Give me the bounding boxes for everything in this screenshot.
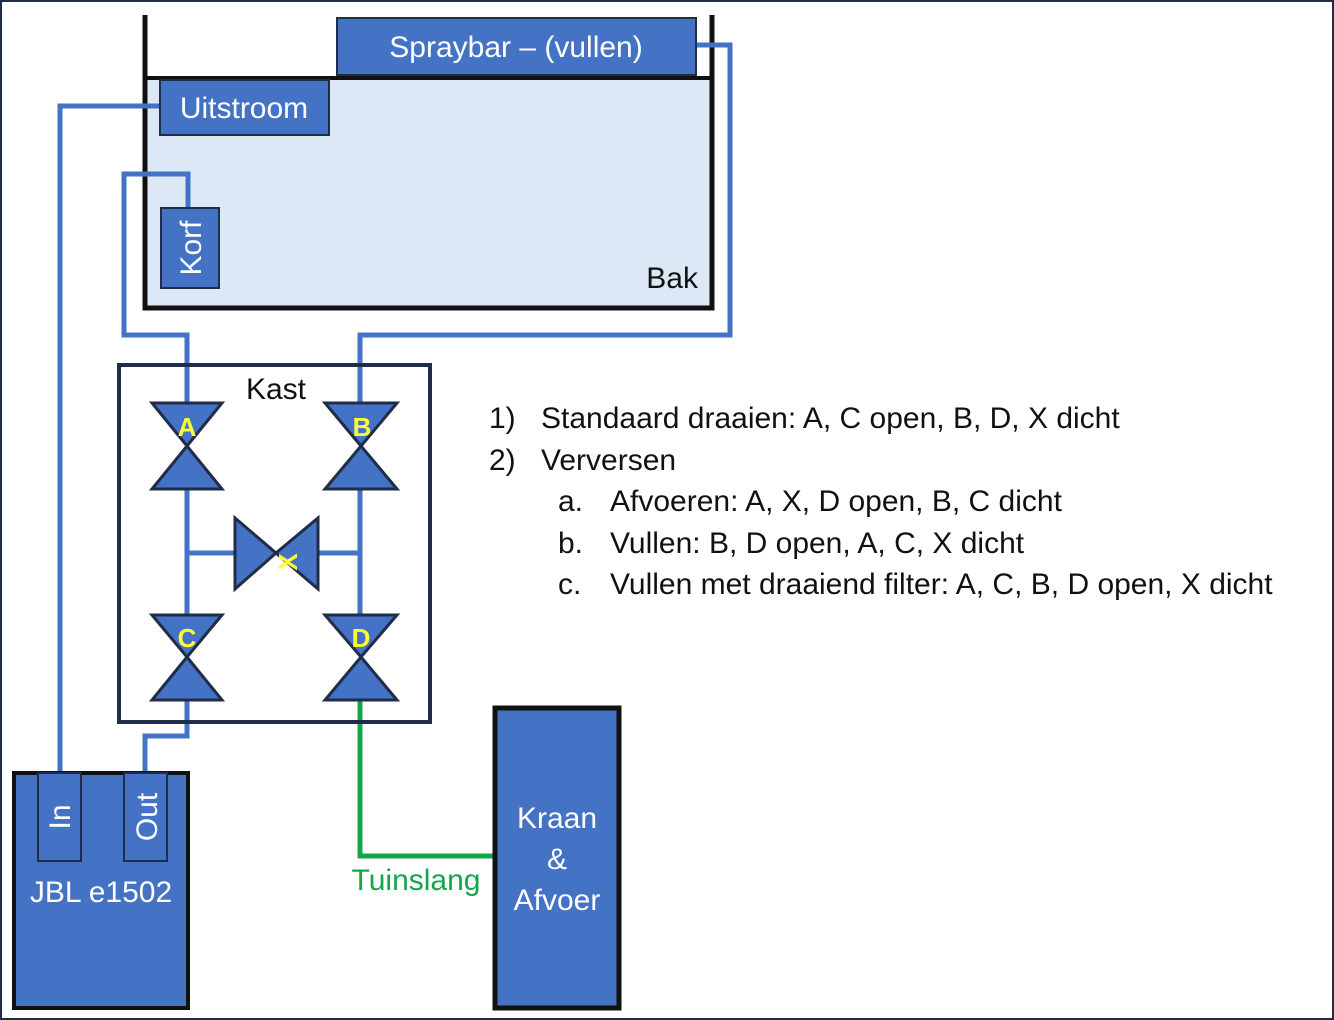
valve-x-label: X (273, 553, 303, 571)
valve-c[interactable]: C (148, 613, 226, 702)
legend-item-2a: Afvoeren: A, X, D open, B, C dicht (610, 485, 1063, 518)
filter-unit: In Out JBL e1502 (12, 771, 190, 1010)
pipes (57, 42, 733, 773)
filter-inlet (37, 772, 82, 862)
uitstroom-box: Uitstroom (159, 79, 330, 136)
tank-label: Bak (646, 262, 699, 295)
pipe-spraybar-to-valve-b (357, 42, 733, 405)
korf-box: Korf (160, 207, 220, 289)
filter-outlet (123, 772, 168, 862)
garden-hose (357, 700, 497, 859)
tap-label-line3: Afvoer (514, 884, 601, 917)
uitstroom-label: Uitstroom (180, 92, 308, 125)
pipe-korf-to-valve-a (121, 171, 191, 405)
tap-label-line1: Kraan (517, 802, 597, 835)
valve-d[interactable]: D (321, 613, 401, 702)
filter-name-label: JBL e1502 (30, 876, 172, 909)
hose-label: Tuinslang (352, 864, 481, 897)
legend-marker-2a: a. (558, 485, 583, 518)
instructions-list: 1) Standaard draaien: A, C open, B, D, X… (489, 402, 1273, 601)
valve-b[interactable]: B (321, 401, 401, 491)
cabinet-label: Kast (246, 373, 307, 406)
legend-marker-2: 2) (489, 444, 516, 477)
filter-out-label: Out (131, 792, 164, 841)
valve-d-label: D (352, 623, 371, 653)
spraybar-box: Spraybar – (vullen) (336, 17, 697, 76)
legend-item-2b: Vullen: B, D open, A, C, X dicht (610, 527, 1025, 560)
cabinet-outline (117, 363, 432, 724)
tap-drain-unit: Kraan & Afvoer (492, 705, 622, 1011)
valve-a-label: A (178, 412, 197, 442)
filter-in-label: In (44, 804, 77, 829)
legend-item-1: Standaard draaien: A, C open, B, D, X di… (541, 402, 1120, 435)
legend-marker-1: 1) (489, 402, 516, 435)
legend-marker-2c: c. (558, 568, 581, 601)
valve-x[interactable]: X (233, 514, 320, 593)
pipe-valve-c-to-filter-out (142, 700, 190, 773)
valve-c-label: C (178, 623, 197, 653)
pipe-uitstroom-to-filter-in (57, 103, 160, 773)
spraybar-label: Spraybar – (vullen) (389, 31, 642, 64)
legend-item-2: Verversen (541, 444, 676, 477)
legend-marker-2b: b. (558, 527, 583, 560)
tap-label-line2: & (547, 843, 567, 876)
legend-item-2c: Vullen met draaiend filter: A, C, B, D o… (610, 568, 1273, 601)
tank-walls (142, 15, 715, 311)
valve-b-label: B (353, 412, 372, 442)
valve-a[interactable]: A (148, 401, 226, 491)
korf-label: Korf (175, 220, 208, 276)
